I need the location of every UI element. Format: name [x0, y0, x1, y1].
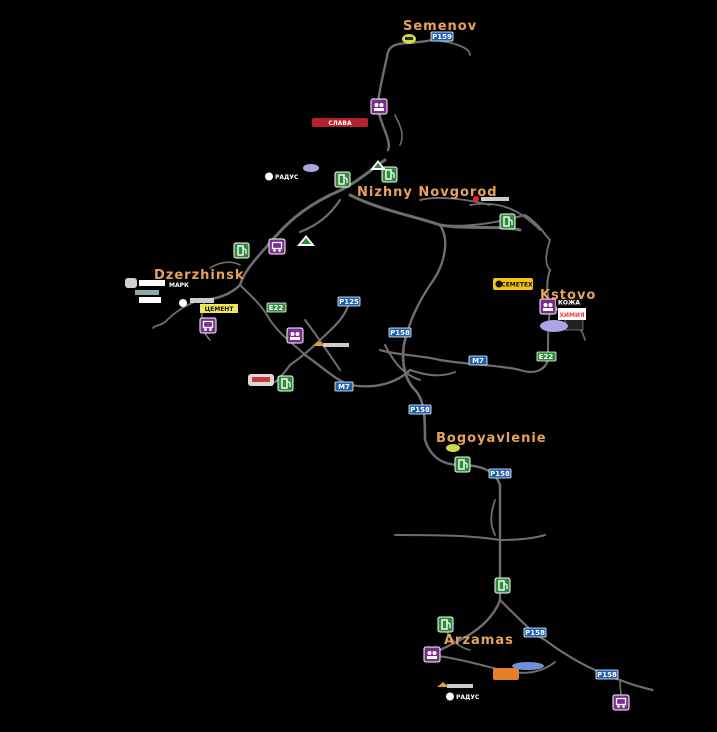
gas-station-icon: [499, 213, 516, 230]
svg-text:M7: M7: [338, 383, 350, 391]
shield-p158-a: P158: [388, 327, 412, 338]
svg-text:P158: P158: [525, 629, 545, 637]
red-logo-sw: [248, 374, 274, 386]
semeteh-logo: СЕМЕТЕХ: [493, 278, 533, 290]
tsement-logo: ЦЕМЕНТ: [179, 298, 238, 313]
gas-station-icon: [233, 242, 250, 259]
svg-text:P158: P158: [490, 470, 510, 478]
svg-text:ЦЕМЕНТ: ЦЕМЕНТ: [205, 306, 235, 313]
svg-text:P125: P125: [339, 298, 359, 306]
shield-p158-b: P158: [408, 404, 432, 415]
city-label-semenov: Semenov: [403, 19, 477, 34]
svg-text:СЕМЕТЕХ: СЕМЕТЕХ: [501, 282, 533, 289]
svg-text:P159: P159: [432, 33, 452, 41]
shield-m7-b: M7: [334, 381, 354, 392]
city-label-arzamas: Arzamas: [444, 633, 514, 648]
shield-p158-d: P158: [523, 627, 547, 638]
logo-nizhny-east: [473, 196, 509, 202]
himiya-logo: ХИМИЯ: [558, 308, 586, 320]
svg-text:РАДУС: РАДУС: [456, 694, 480, 701]
gas-station-icon: [437, 616, 454, 633]
city-label-nizhny-novgorod: Nizhny Novgorod: [357, 185, 498, 200]
truck-dealer-icon: [199, 317, 217, 334]
lilac-logo: [540, 320, 568, 332]
highway-shields: P159 P125 P158 M7 M7 P158 P158 P158 P158…: [266, 31, 619, 680]
logo-arzamas-orange: [493, 668, 519, 680]
svg-text:ХИМИЯ: ХИМИЯ: [559, 312, 585, 319]
gas-stations[interactable]: [233, 166, 516, 633]
shield-m7-a: M7: [468, 355, 488, 366]
gas-station-icon: [334, 171, 351, 188]
brand-logos[interactable]: СЛАВА РАДУС СЕМЕТЕХ КОЖА ХИМИЯ М: [125, 118, 586, 701]
logo-arzamas-lilac: [512, 662, 544, 670]
radius-logo: РАДУС: [446, 692, 480, 701]
company-depots[interactable]: [297, 34, 584, 452]
truck-dealer-icon: [612, 694, 630, 711]
recruitment-icon: [286, 327, 304, 344]
svg-text:P158: P158: [410, 406, 430, 414]
svg-text:МАРК: МАРК: [169, 282, 189, 289]
gas-station-icon: [494, 577, 511, 594]
radius-logo: РАДУС: [265, 164, 319, 181]
recruitment-icon: [423, 646, 441, 663]
city-label-bogoyavlenie: Bogoyavlenie: [436, 431, 547, 446]
koja-logo: КОЖА: [556, 298, 582, 307]
logo-ornate-center: [313, 341, 349, 347]
warehouse-icon: [370, 160, 386, 170]
road-network: [152, 38, 654, 703]
svg-text:P158: P158: [597, 671, 617, 679]
city-labels: Semenov Nizhny Novgorod Dzerzhinsk Kstov…: [154, 19, 596, 648]
truck-dealer-icon: [268, 238, 286, 255]
svg-text:КОЖА: КОЖА: [558, 300, 580, 307]
svg-text:P158: P158: [390, 329, 410, 337]
logo-arzamas-small: [437, 682, 473, 688]
svg-text:E22: E22: [539, 353, 554, 361]
city-label-kstovo: Kstovo: [540, 288, 596, 303]
svg-text:E22: E22: [269, 304, 284, 312]
shield-p158-c: P158: [488, 468, 512, 479]
svg-text:РАДУС: РАДУС: [275, 174, 299, 181]
recruitment-icon: [370, 98, 388, 115]
slava-logo: СЛАВА: [312, 118, 368, 127]
shield-p158-e: P158: [595, 669, 619, 680]
mark-logo: МАРК: [125, 278, 189, 303]
shield-e22-a: E22: [266, 302, 287, 313]
warehouse-icon: [297, 235, 315, 246]
gas-station-icon: [454, 456, 471, 473]
shield-e22-b: E22: [536, 351, 557, 362]
shield-p159: P159: [430, 31, 454, 42]
svg-text:СЛАВА: СЛАВА: [328, 120, 352, 127]
service-icons[interactable]: [199, 98, 630, 711]
recruitment-icon: [539, 298, 557, 315]
city-label-dzerzhinsk: Dzerzhinsk: [154, 268, 245, 283]
gas-station-icon: [381, 166, 398, 183]
bogoyavlenie-depot-marker: [446, 444, 460, 452]
svg-text:M7: M7: [472, 357, 484, 365]
shield-p125: P125: [337, 296, 361, 307]
depot-marker-semenov: [402, 34, 416, 44]
gas-station-icon: [277, 375, 294, 392]
